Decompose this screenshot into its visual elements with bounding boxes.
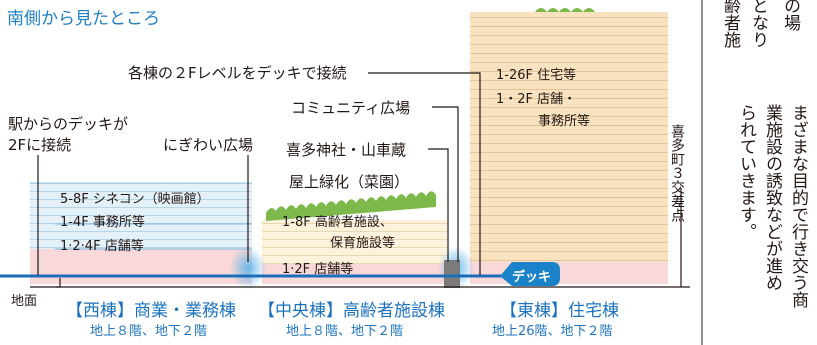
side-text-col3: の場 xyxy=(780,0,800,31)
west-building-floors: 地上８階、地下２階 xyxy=(90,324,208,339)
shrine-block xyxy=(444,260,460,288)
intersection-label: 喜多町３交差点 xyxy=(669,124,685,222)
west-building xyxy=(30,182,252,284)
west-floor-shops: 1·2·4F 店舗等 xyxy=(60,239,144,254)
west-floor-cinema: 5-8F シネコン（映画館） xyxy=(60,192,210,207)
central-rooftop-greenery xyxy=(266,191,436,221)
central-building-floors: 地上８階、地下２階 xyxy=(286,324,404,339)
west-building-name: 【西棟】商業・業務棟 xyxy=(66,301,236,321)
station-deck-label-2: 2Fに接続 xyxy=(8,136,72,154)
central-building-name: 【中央棟】高齢者施設棟 xyxy=(258,301,445,321)
diagram-title: 南側から見たところ xyxy=(7,9,160,29)
east-building-name: 【東棟】住宅棟 xyxy=(500,301,619,321)
east-building xyxy=(470,8,668,284)
side-text-col6: まざまな目的で行き交う商 xyxy=(788,104,808,308)
station-deck-label-1: 駅からのデッキが xyxy=(8,115,129,133)
central-floor-shops: 1·2F 店舗等 xyxy=(282,262,354,277)
leader-lines xyxy=(37,72,682,288)
west-floor-office: 1-4F 事務所等 xyxy=(60,215,145,230)
ground-label: 地面 xyxy=(11,294,38,309)
east-floor-residential: 1-26F 住宅等 xyxy=(496,68,577,83)
deck-badge xyxy=(500,262,560,286)
east-building-floors: 地上26階、地下２階 xyxy=(492,324,613,339)
side-text-col1: 齢者施 xyxy=(720,0,740,48)
side-text-col4: られていきます。 xyxy=(736,104,756,240)
side-text-col5: 業施設の誘致などが進め xyxy=(762,104,782,291)
rooftop-greenery-label: 屋上緑化（菜園） xyxy=(289,173,410,191)
east-floor-office: 事務所等 xyxy=(538,114,591,129)
side-text-col2: となり xyxy=(748,0,768,48)
nigiwai-plaza-marker xyxy=(230,246,266,290)
shrine-label: 喜多神社・山車蔵 xyxy=(286,141,407,159)
deck-badge-label: デッキ xyxy=(512,270,552,285)
deck-connect-label: 各棟の２Fレベルをデッキで接続 xyxy=(128,64,347,82)
community-plaza-label: コミュニティ広場 xyxy=(291,99,411,117)
nigiwai-plaza-label: にぎわい広場 xyxy=(163,136,254,154)
central-floor-elderly: 1-8F 高齢者施設、 xyxy=(282,215,393,230)
east-rooftop-greenery xyxy=(535,8,595,12)
east-floor-shops: 1・2F 店舗・ xyxy=(496,92,577,107)
central-floor-nursery: 保育施設等 xyxy=(330,236,396,251)
central-building xyxy=(262,191,447,284)
